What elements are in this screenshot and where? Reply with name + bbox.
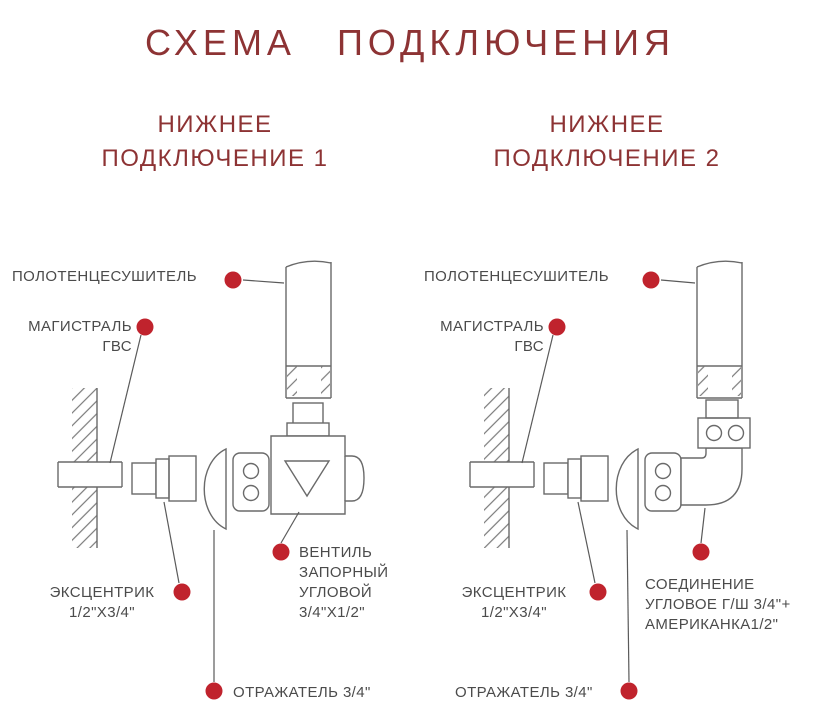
bullet-dot bbox=[205, 682, 223, 700]
label-hot-water-main-2: МАГИСТРАЛЬ ГВС bbox=[440, 318, 544, 355]
corner-fitting-2 bbox=[680, 399, 751, 506]
bullet-dot bbox=[589, 583, 607, 601]
heading-connection-2: НИЖНЕЕ ПОДКЛЮЧЕНИЕ 2 bbox=[493, 111, 721, 172]
label-eccentric-1: ЭКСЦЕНТРИК 1/2"X3/4" bbox=[49, 584, 155, 621]
label-towel-rail-1: ПОЛОТЕНЦЕСУШИТЕЛЬ bbox=[12, 268, 197, 285]
bullet-dot bbox=[272, 543, 290, 561]
diagram-right bbox=[469, 260, 751, 700]
union-nut-2 bbox=[644, 452, 682, 512]
towel-rail-pipe-1 bbox=[285, 260, 332, 399]
label-corner-valve: ВЕНТИЛЬ ЗАПОРНЫЙ УГЛОВОЙ 3/4"X1/2" bbox=[299, 544, 389, 621]
bullet-dot bbox=[692, 543, 710, 561]
page-title: СХЕМА ПОДКЛЮЧЕНИЯ bbox=[144, 22, 676, 63]
eccentric-2 bbox=[543, 455, 609, 502]
heading-connection-1: НИЖНЕЕ ПОДКЛЮЧЕНИЕ 1 bbox=[101, 111, 329, 172]
bullet-dot bbox=[620, 682, 638, 700]
label-hot-water-main-1: МАГИСТРАЛЬ ГВС bbox=[28, 318, 132, 355]
bullet-dot bbox=[642, 271, 660, 289]
bullet-dot bbox=[173, 583, 191, 601]
reflector-1 bbox=[203, 447, 227, 531]
label-towel-rail-2: ПОЛОТЕНЦЕСУШИТЕЛЬ bbox=[424, 268, 609, 285]
leader-lines-1 bbox=[109, 271, 300, 700]
diagram-left bbox=[57, 260, 365, 700]
eccentric-1 bbox=[131, 455, 197, 502]
leader-lines-2 bbox=[521, 271, 710, 700]
label-eccentric-2: ЭКСЦЕНТРИК 1/2"X3/4" bbox=[461, 584, 567, 621]
label-corner-fitting: СОЕДИНЕНИЕ УГЛОВОЕ Г/Ш 3/4"+ АМЕРИКАНКА1… bbox=[645, 576, 791, 633]
bullet-dot bbox=[548, 318, 566, 336]
supply-pipe-2 bbox=[469, 461, 535, 488]
corner-valve-1 bbox=[270, 402, 365, 515]
supply-pipe-1 bbox=[57, 461, 123, 488]
towel-rail-pipe-2 bbox=[696, 260, 743, 399]
bullet-dot bbox=[136, 318, 154, 336]
bullet-dot bbox=[224, 271, 242, 289]
reflector-2 bbox=[615, 447, 639, 531]
label-reflector-1: ОТРАЖАТЕЛЬ 3/4" bbox=[233, 684, 371, 701]
union-nut-1 bbox=[232, 452, 270, 512]
label-reflector-2: ОТРАЖАТЕЛЬ 3/4" bbox=[455, 684, 593, 701]
